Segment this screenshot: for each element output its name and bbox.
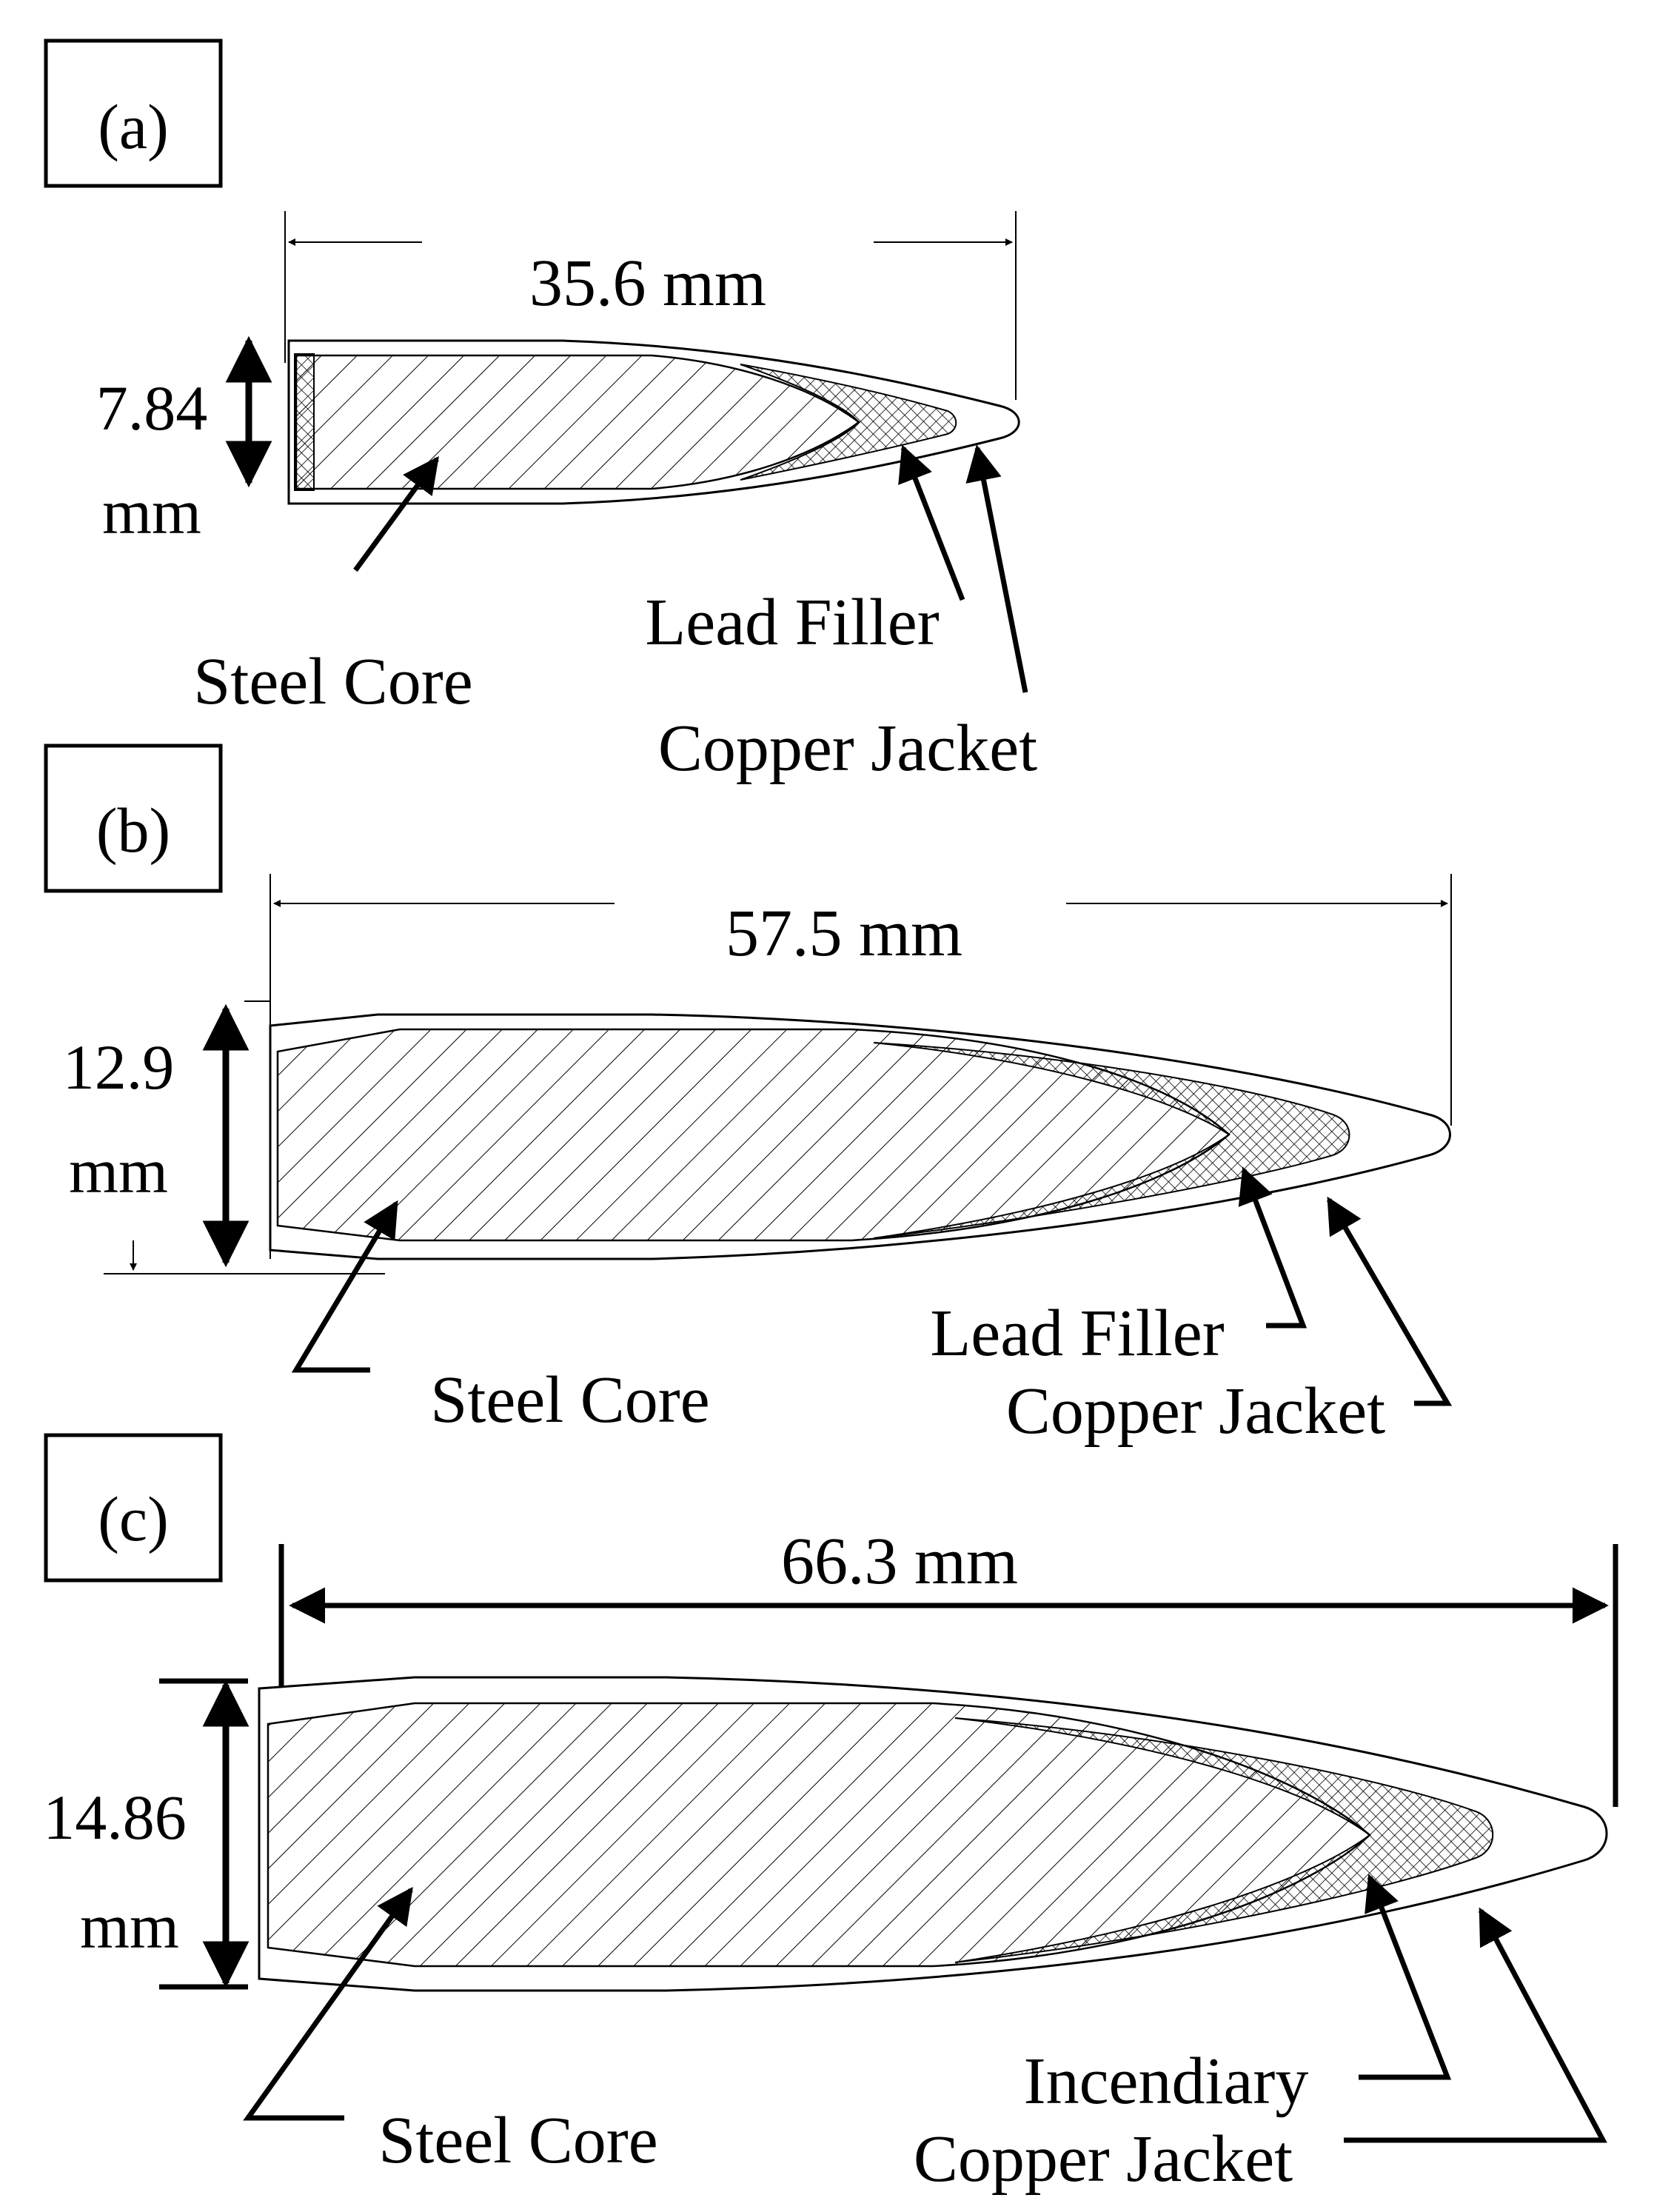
panel-c-length-label: 66.3 mm xyxy=(781,1525,1018,1598)
panel-a-tag: (a) xyxy=(98,91,168,162)
panel-a-lead-filler-label: Lead Filler xyxy=(645,586,939,659)
panel-b-steel-core-label: Steel Core xyxy=(430,1363,709,1437)
panel-b-length-label: 57.5 mm xyxy=(726,897,962,970)
panel-c-steel-core xyxy=(267,1702,1371,1968)
panel-c-diameter-unit: mm xyxy=(80,1891,179,1962)
panel-a-steel-core-label: Steel Core xyxy=(193,645,472,718)
panel-c-copper-jacket-leader xyxy=(1344,1907,1607,2143)
panel-b: (b) 57.5 mm 12.9 mm Steel Core Lead Fill… xyxy=(44,744,1453,1448)
panel-a-diameter-unit: mm xyxy=(102,476,201,547)
panel-a-diameter-value: 7.84 xyxy=(96,372,208,444)
panel-a-length-dimension xyxy=(284,211,1017,400)
panel-a-steel-core-leader xyxy=(353,456,439,572)
panel-b-steel-core xyxy=(276,1028,1231,1242)
panel-c-incendiary-leader xyxy=(1359,1874,1452,2080)
panel-b-tag-box xyxy=(44,744,223,893)
panel-b-lead-filler-leader xyxy=(1238,1166,1308,1329)
panel-a-copper-jacket-label: Copper Jacket xyxy=(658,712,1037,785)
panel-b-copper-jacket-leader xyxy=(1326,1196,1453,1406)
panel-a-length-label: 35.6 mm xyxy=(529,247,766,320)
panel-b-lead-filler-label: Lead Filler xyxy=(930,1297,1224,1370)
panel-c-incendiary-label: Incendiary xyxy=(1024,2045,1309,2118)
panel-b-copper-jacket-label: Copper Jacket xyxy=(1006,1374,1385,1448)
panel-b-tag: (b) xyxy=(96,795,170,866)
panel-a-lead-filler-leader xyxy=(898,444,965,601)
panel-b-diameter-value: 12.9 xyxy=(63,1032,175,1103)
panel-c-diameter-value: 14.86 xyxy=(43,1782,187,1853)
panel-c-tag: (c) xyxy=(98,1483,168,1554)
panel-c-copper-jacket-label: Copper Jacket xyxy=(914,2122,1293,2196)
panel-c-bullet xyxy=(258,1676,1608,1992)
panel-b-steel-core-leader xyxy=(291,1200,399,1373)
panel-c-tag-box xyxy=(44,1433,223,1583)
panel-c-steel-core-leader xyxy=(243,1887,413,2121)
panel-a: (a) 35.6 mm 7.84 mm Steel Core Lead Fill… xyxy=(44,39,1037,785)
panel-a-steel-core xyxy=(295,354,861,490)
panel-a-copper-jacket-leader xyxy=(965,444,1028,693)
panel-c: (c) 66.3 mm 14.86 mm Steel Core Incendia… xyxy=(43,1433,1618,2196)
panel-c-steel-core-label: Steel Core xyxy=(378,2104,657,2177)
panel-a-bullet xyxy=(287,339,1020,505)
panel-b-bullet xyxy=(269,1013,1451,1260)
panel-a-tag-box xyxy=(44,39,223,188)
panel-a-lead-filler xyxy=(740,364,957,481)
panel-b-diameter-unit: mm xyxy=(69,1135,168,1206)
